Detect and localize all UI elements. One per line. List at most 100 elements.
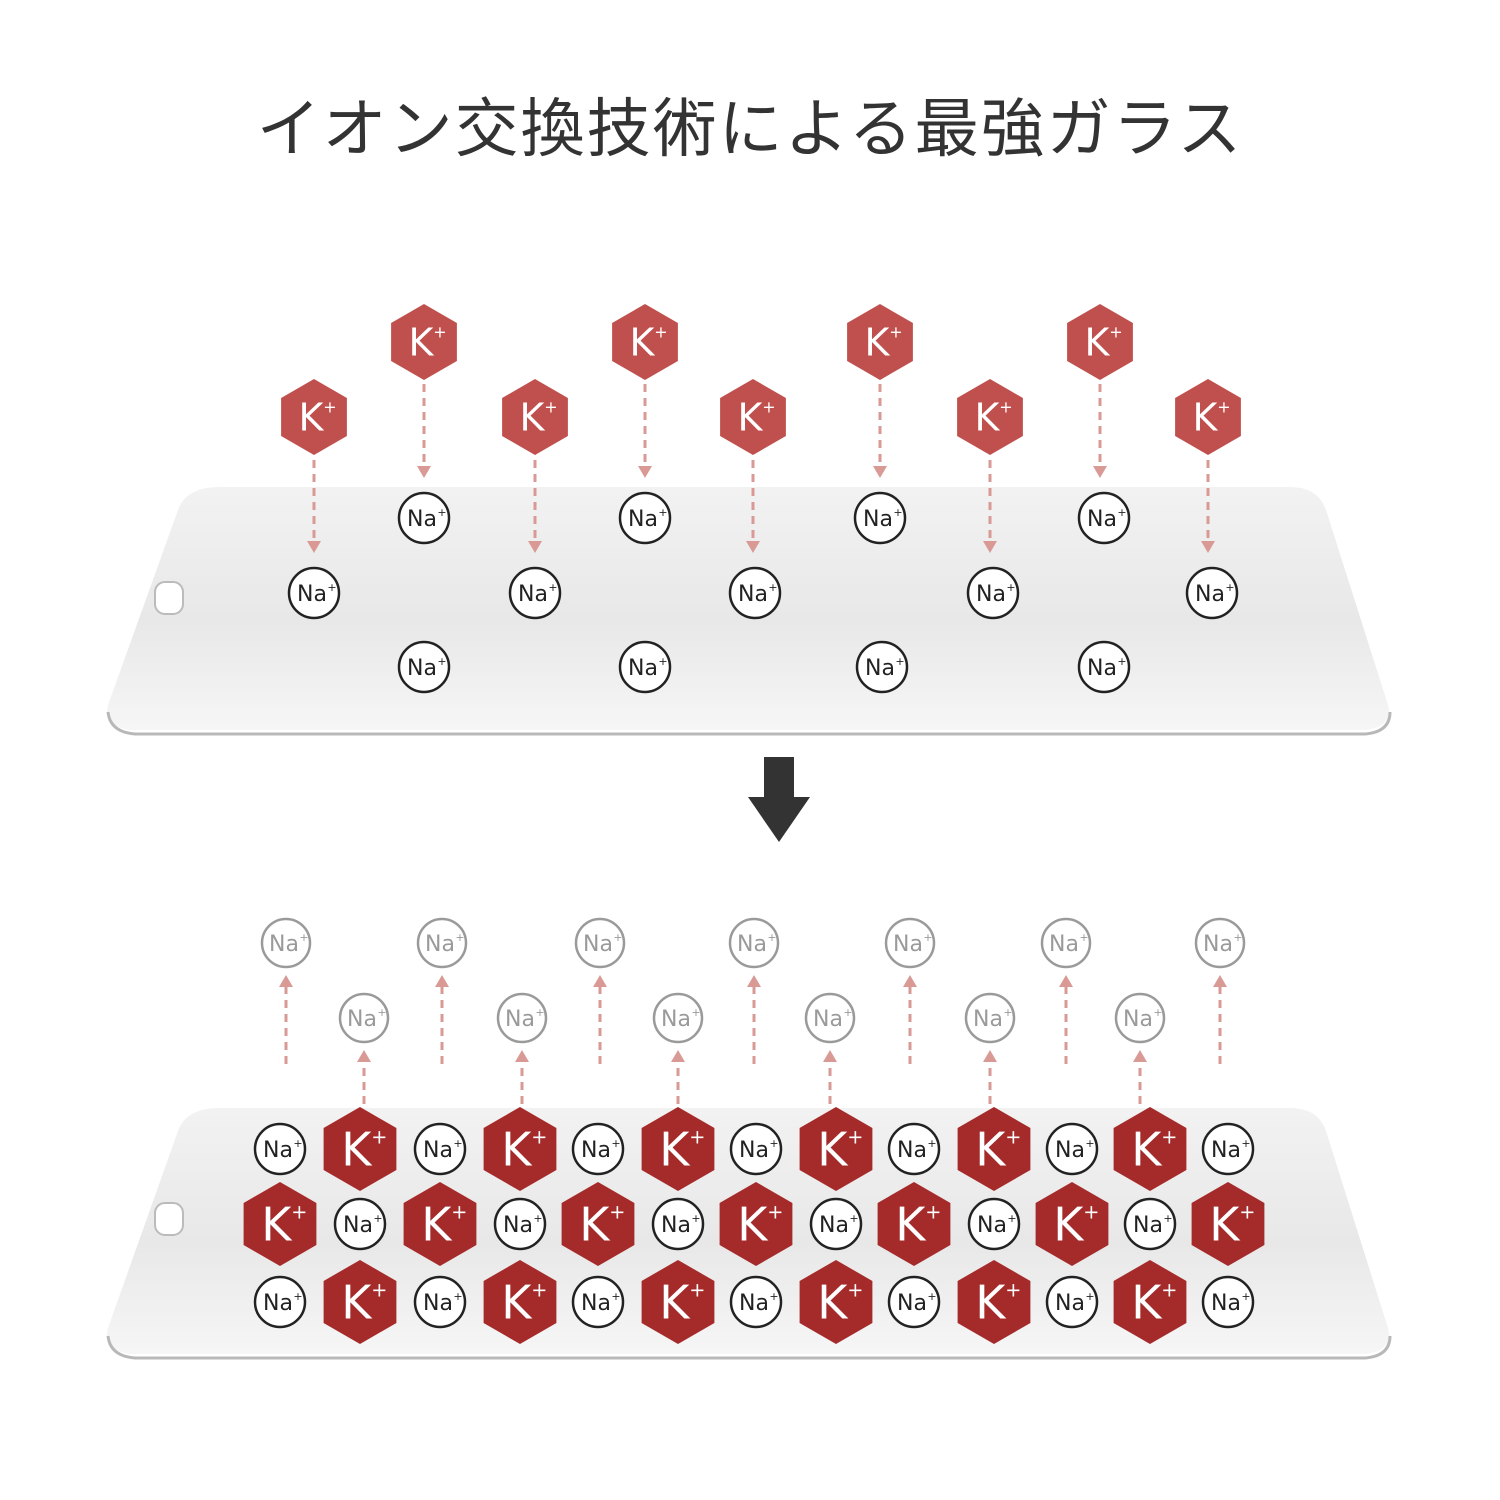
charge-symbol: + [327,581,336,594]
charge-symbol: + [654,322,667,341]
charge-symbol: + [689,1125,705,1148]
charge-symbol: + [544,397,557,416]
charge-symbol: + [1217,397,1230,416]
charge-symbol: + [769,1137,778,1150]
potassium-symbol: K [519,396,545,440]
charge-symbol: + [1007,1212,1016,1225]
sodium-symbol: Na [263,1138,293,1163]
charge-symbol: + [371,1125,387,1148]
sodium-symbol: Na [813,1007,843,1032]
potassium-ion: K+ [1191,1182,1265,1266]
charge-symbol: + [609,1200,625,1223]
charge-symbol: + [1241,1290,1250,1303]
charge-symbol: + [433,322,446,341]
charge-symbol: + [691,1006,700,1019]
arrow-up-icon [903,975,917,1064]
potassium-symbol: K [1209,1198,1241,1252]
charge-symbol: + [1079,931,1088,944]
charge-symbol: + [849,1212,858,1225]
charge-symbol: + [893,506,902,519]
potassium-symbol: K [659,1123,691,1177]
sodium-symbol: Na [739,1138,769,1163]
sodium-symbol: Na [581,1291,611,1316]
potassium-ion: K+ [502,379,568,455]
sodium-symbol: Na [628,507,658,532]
charge-symbol: + [611,1290,620,1303]
potassium-symbol: K [629,321,655,365]
charge-symbol: + [373,1212,382,1225]
sodium-ion: Na+ [397,640,451,694]
sodium-symbol: Na [1123,1007,1153,1032]
charge-symbol: + [299,931,308,944]
sodium-ion: Na+ [1194,917,1246,969]
sodium-symbol: Na [1211,1138,1241,1163]
charge-symbol: + [769,1290,778,1303]
potassium-symbol: K [975,1276,1007,1330]
sodium-ion: Na+ [1077,640,1131,694]
sodium-ion: Na+ [804,992,856,1044]
sodium-symbol: Na [407,656,437,681]
charge-symbol: + [455,931,464,944]
sodium-ion: Na+ [618,640,672,694]
sodium-ion: Na+ [508,566,562,620]
sodium-ion: Na+ [728,566,782,620]
sodium-ion: Na+ [853,491,907,545]
sodium-symbol: Na [423,1138,453,1163]
sodium-ion: Na+ [1040,917,1092,969]
charge-symbol: + [453,1290,462,1303]
charge-symbol: + [293,1137,302,1150]
charge-symbol: + [377,1006,386,1019]
sodium-ion: Na+ [729,1122,783,1176]
potassium-ion: K+ [957,1107,1031,1191]
arrow-down-icon [983,460,997,553]
charge-symbol: + [762,397,775,416]
sodium-symbol: Na [739,1291,769,1316]
charge-symbol: + [767,931,776,944]
potassium-ion: K+ [391,304,457,380]
charge-symbol: + [531,1278,547,1301]
potassium-symbol: K [1084,321,1110,365]
charge-symbol: + [437,655,446,668]
sodium-ion: Na+ [651,1197,705,1251]
charge-symbol: + [1161,1125,1177,1148]
potassium-ion: K+ [1113,1260,1187,1344]
sodium-ion: Na+ [338,992,390,1044]
arrow-up-icon [593,975,607,1064]
arrow-up-icon [747,975,761,1064]
charge-symbol: + [1163,1212,1172,1225]
sodium-symbol: Na [661,1007,691,1032]
sodium-ion: Na+ [884,917,936,969]
sodium-ion: Na+ [496,992,548,1044]
potassium-symbol: K [1192,396,1218,440]
potassium-ion: K+ [281,379,347,455]
sodium-ion: Na+ [571,1275,625,1329]
charge-symbol: + [847,1125,863,1148]
charge-symbol: + [1085,1137,1094,1150]
potassium-symbol: K [501,1276,533,1330]
ions-layer: K+K+K+K+K+K+K+K+K+Na+Na+Na+Na+Na+Na+Na+N… [243,304,1265,1344]
charge-symbol: + [1005,1278,1021,1301]
sodium-ion: Na+ [397,491,451,545]
sodium-ion: Na+ [413,1122,467,1176]
potassium-symbol: K [817,1123,849,1177]
charge-symbol: + [1153,1006,1162,1019]
potassium-ion: K+ [1035,1182,1109,1266]
charge-symbol: + [767,1200,783,1223]
charge-symbol: + [1117,506,1126,519]
potassium-symbol: K [408,321,434,365]
sodium-symbol: Na [269,932,299,957]
charge-symbol: + [658,655,667,668]
down-arrow-icon [748,757,810,842]
sodium-symbol: Na [583,932,613,957]
potassium-ion: K+ [877,1182,951,1266]
charge-symbol: + [691,1212,700,1225]
arrow-down-icon [873,384,887,478]
notch-icon [154,581,184,615]
sodium-symbol: Na [897,1291,927,1316]
potassium-ion: K+ [561,1182,635,1266]
charge-symbol: + [371,1278,387,1301]
arrow-down-icon [1201,460,1215,553]
charge-symbol: + [437,506,446,519]
sodium-symbol: Na [423,1291,453,1316]
